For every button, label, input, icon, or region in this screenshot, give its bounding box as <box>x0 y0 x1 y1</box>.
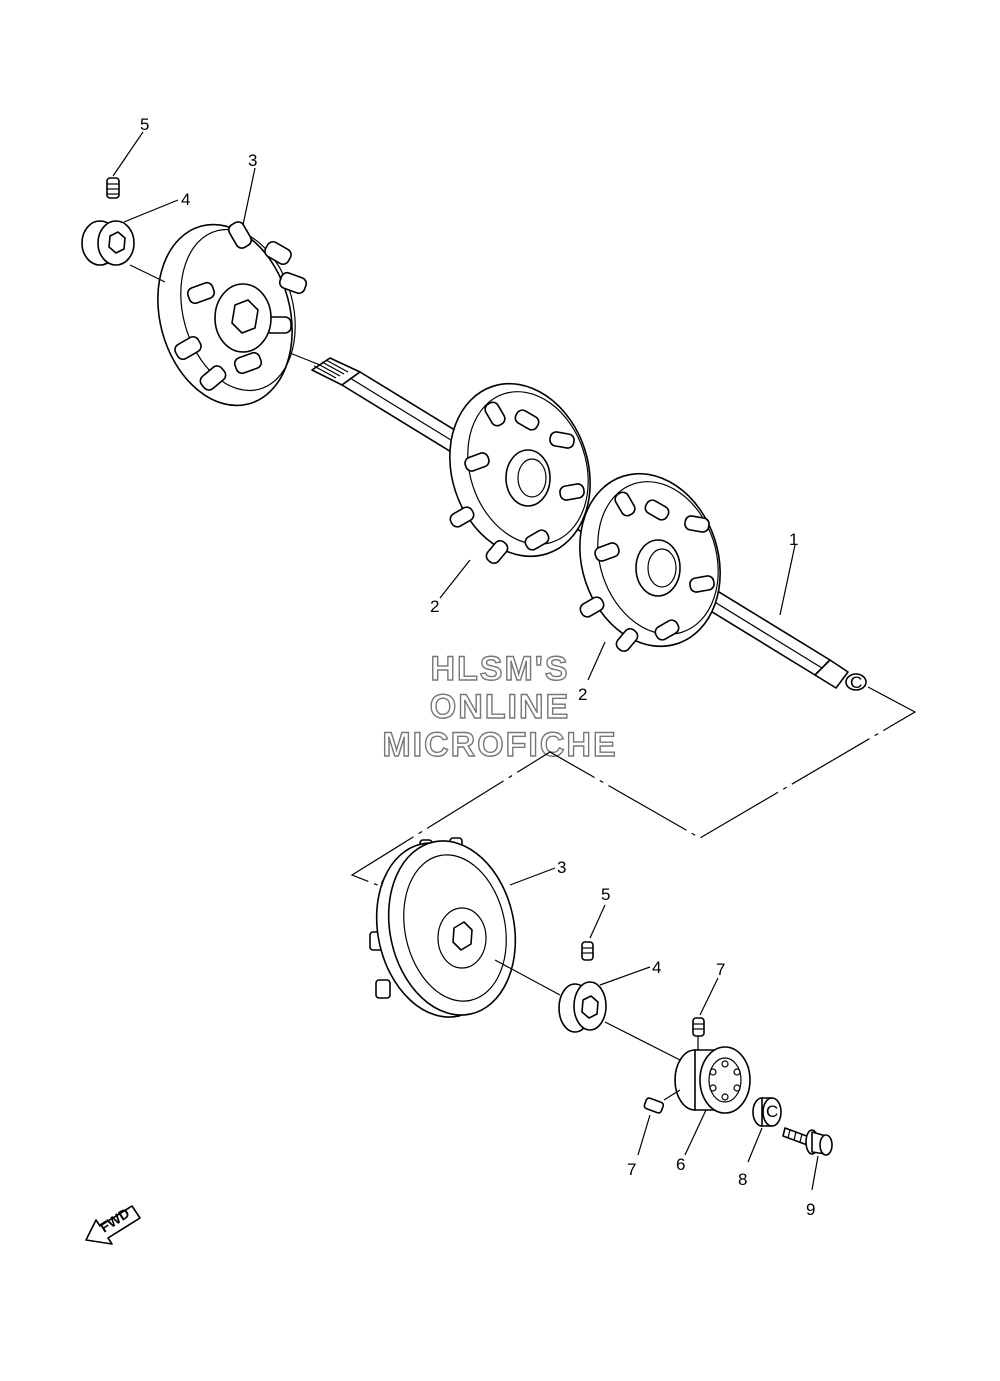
upper-set-screw: 5 <box>106 115 149 199</box>
track-sprocket-b: 2 <box>578 472 721 704</box>
callout-7-setscrew-top: 7 <box>716 960 725 979</box>
small-collar: C 8 <box>738 1097 782 1189</box>
track-sprocket-a: 2 <box>430 382 591 616</box>
callout-4-lower-collar: 4 <box>652 958 661 977</box>
watermark-line-1: HLSM'S <box>430 650 569 688</box>
callout-4-upper-collar: 4 <box>181 190 190 209</box>
shaft-end-mark: C <box>850 673 862 692</box>
lower-drive-wheel: 3 <box>369 837 566 1018</box>
upper-drive-wheel: 3 <box>157 151 308 407</box>
bearing-set-screw-side: 7 <box>627 1089 681 1179</box>
callout-8-small-collar: 8 <box>738 1170 747 1189</box>
watermark-line-3: MICROFICHE <box>382 726 617 764</box>
callout-9-bolt: 9 <box>806 1200 815 1219</box>
watermark-line-2: ONLINE <box>430 688 570 726</box>
lower-collar: 4 <box>494 958 661 1033</box>
watermark: HLSM'S ONLINE MICROFICHE <box>382 649 617 764</box>
fwd-arrow-icon: FWD <box>85 1205 141 1245</box>
callout-2-sprocket-b: 2 <box>578 685 587 704</box>
upper-collar: 4 <box>81 190 190 283</box>
callout-1-shaft: 1 <box>789 530 798 549</box>
callout-5-upper-screw: 5 <box>140 115 149 134</box>
callout-5-lower-screw: 5 <box>601 885 610 904</box>
lower-set-screw: 5 <box>581 885 610 961</box>
callout-7-setscrew-side: 7 <box>627 1160 636 1179</box>
callout-3-lower-wheel: 3 <box>557 858 566 877</box>
dashed-assembly-path <box>350 686 917 889</box>
callout-3-upper-wheel: 3 <box>248 151 257 170</box>
bearing-housing: 6 <box>604 1021 751 1174</box>
callout-6-bearing: 6 <box>676 1155 685 1174</box>
flange-bolt: 9 <box>782 1127 833 1219</box>
bearing-set-screw-top: 7 <box>692 960 725 1050</box>
collar-mark: C <box>766 1102 778 1121</box>
callout-2-sprocket-a: 2 <box>430 597 439 616</box>
